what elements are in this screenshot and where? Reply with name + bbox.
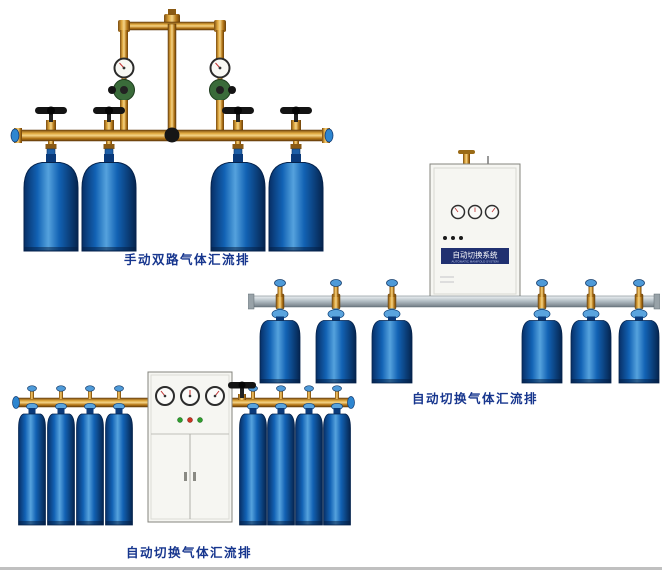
regulator-down-pipe <box>120 100 128 130</box>
manifold-pipe <box>12 396 355 409</box>
center-riser-pipe <box>167 23 177 131</box>
product-figure-manual-dual-manifold <box>6 6 338 259</box>
pipe-top-valve <box>332 385 342 400</box>
control-cabinet <box>147 371 233 523</box>
cabinet-top-pipe <box>463 153 470 165</box>
pressure-regulator-left <box>112 57 136 102</box>
regulator-down-pipe <box>216 100 224 130</box>
pressure-regulator-right <box>208 57 232 102</box>
product-figure-auto-switch-wall: 自动切换系统 AUTOMATIC MANIFOLD SYSTEM <box>247 150 661 391</box>
product-caption: 自动切换气体汇流排 <box>411 392 538 406</box>
gas-cylinder <box>323 402 351 526</box>
cabinet-sublabel: AUTOMATIC MANIFOLD SYSTEM <box>452 260 499 264</box>
cabinet-label: 自动切换系统 <box>453 250 498 260</box>
hand-valve <box>222 106 254 130</box>
indicator-light <box>177 417 183 423</box>
gas-cylinder <box>105 402 133 526</box>
control-cabinet: 自动切换系统 AUTOMATIC MANIFOLD SYSTEM <box>429 150 521 299</box>
indicator-light <box>187 417 193 423</box>
indicator-light <box>197 417 203 423</box>
pipe-top-valve <box>27 385 37 400</box>
gas-cylinder <box>239 402 267 526</box>
cabinet-label-plate <box>441 248 509 264</box>
gas-cylinder <box>81 148 137 252</box>
gas-cylinder <box>47 402 75 526</box>
pipe-top-valve <box>85 385 95 400</box>
pipe-top-valve <box>304 385 314 400</box>
manifold-pipe <box>247 293 661 310</box>
bottom-divider <box>0 567 662 570</box>
pipe-end-cap <box>12 396 20 409</box>
indicator-dot <box>459 236 463 240</box>
pipe-end-cap <box>247 293 255 310</box>
hand-valve <box>35 106 67 130</box>
gas-cylinder <box>618 308 660 384</box>
gas-cylinder <box>521 308 563 384</box>
manual-dual-manifold-illustration <box>10 9 334 252</box>
gas-cylinder <box>295 402 323 526</box>
gas-cylinder <box>76 402 104 526</box>
regulator-knob-left <box>108 86 116 94</box>
gas-cylinder <box>371 308 413 384</box>
hand-valve <box>280 106 312 130</box>
product-caption: 手动双路气体汇流排 <box>123 253 250 267</box>
gas-cylinder <box>23 148 79 252</box>
pipe-top-valve <box>276 385 286 400</box>
center-valve-knob <box>164 127 180 143</box>
auto-switch-manifold-illustration: 自动切换系统 AUTOMATIC MANIFOLD SYSTEM <box>247 150 661 384</box>
product-figure-auto-switch-floor <box>10 368 358 551</box>
door-handle <box>193 472 196 481</box>
cabinet-top-valve <box>458 150 475 154</box>
manifold-pipe <box>10 127 334 143</box>
pipe-end-cap <box>653 293 661 310</box>
pipe-end-cap <box>324 128 334 143</box>
indicator-dot <box>451 236 455 240</box>
cabinet-body <box>429 163 521 299</box>
pipe-top-valve <box>114 385 124 400</box>
gas-cylinder <box>267 402 295 526</box>
auto-switch-floor-manifold-illustration <box>12 371 355 526</box>
pipe-end-cap <box>10 128 20 143</box>
gas-cylinder <box>18 402 46 526</box>
hand-valve <box>228 381 256 400</box>
pipe-end-cap <box>347 396 355 409</box>
indicator-dot <box>443 236 447 240</box>
door-handle <box>184 472 187 481</box>
pipe-top-valve <box>56 385 66 400</box>
product-caption: 自动切换气体汇流排 <box>125 546 252 560</box>
regulator-knob-right <box>228 86 236 94</box>
top-tee-assembly <box>118 9 226 131</box>
gas-cylinder <box>570 308 612 384</box>
